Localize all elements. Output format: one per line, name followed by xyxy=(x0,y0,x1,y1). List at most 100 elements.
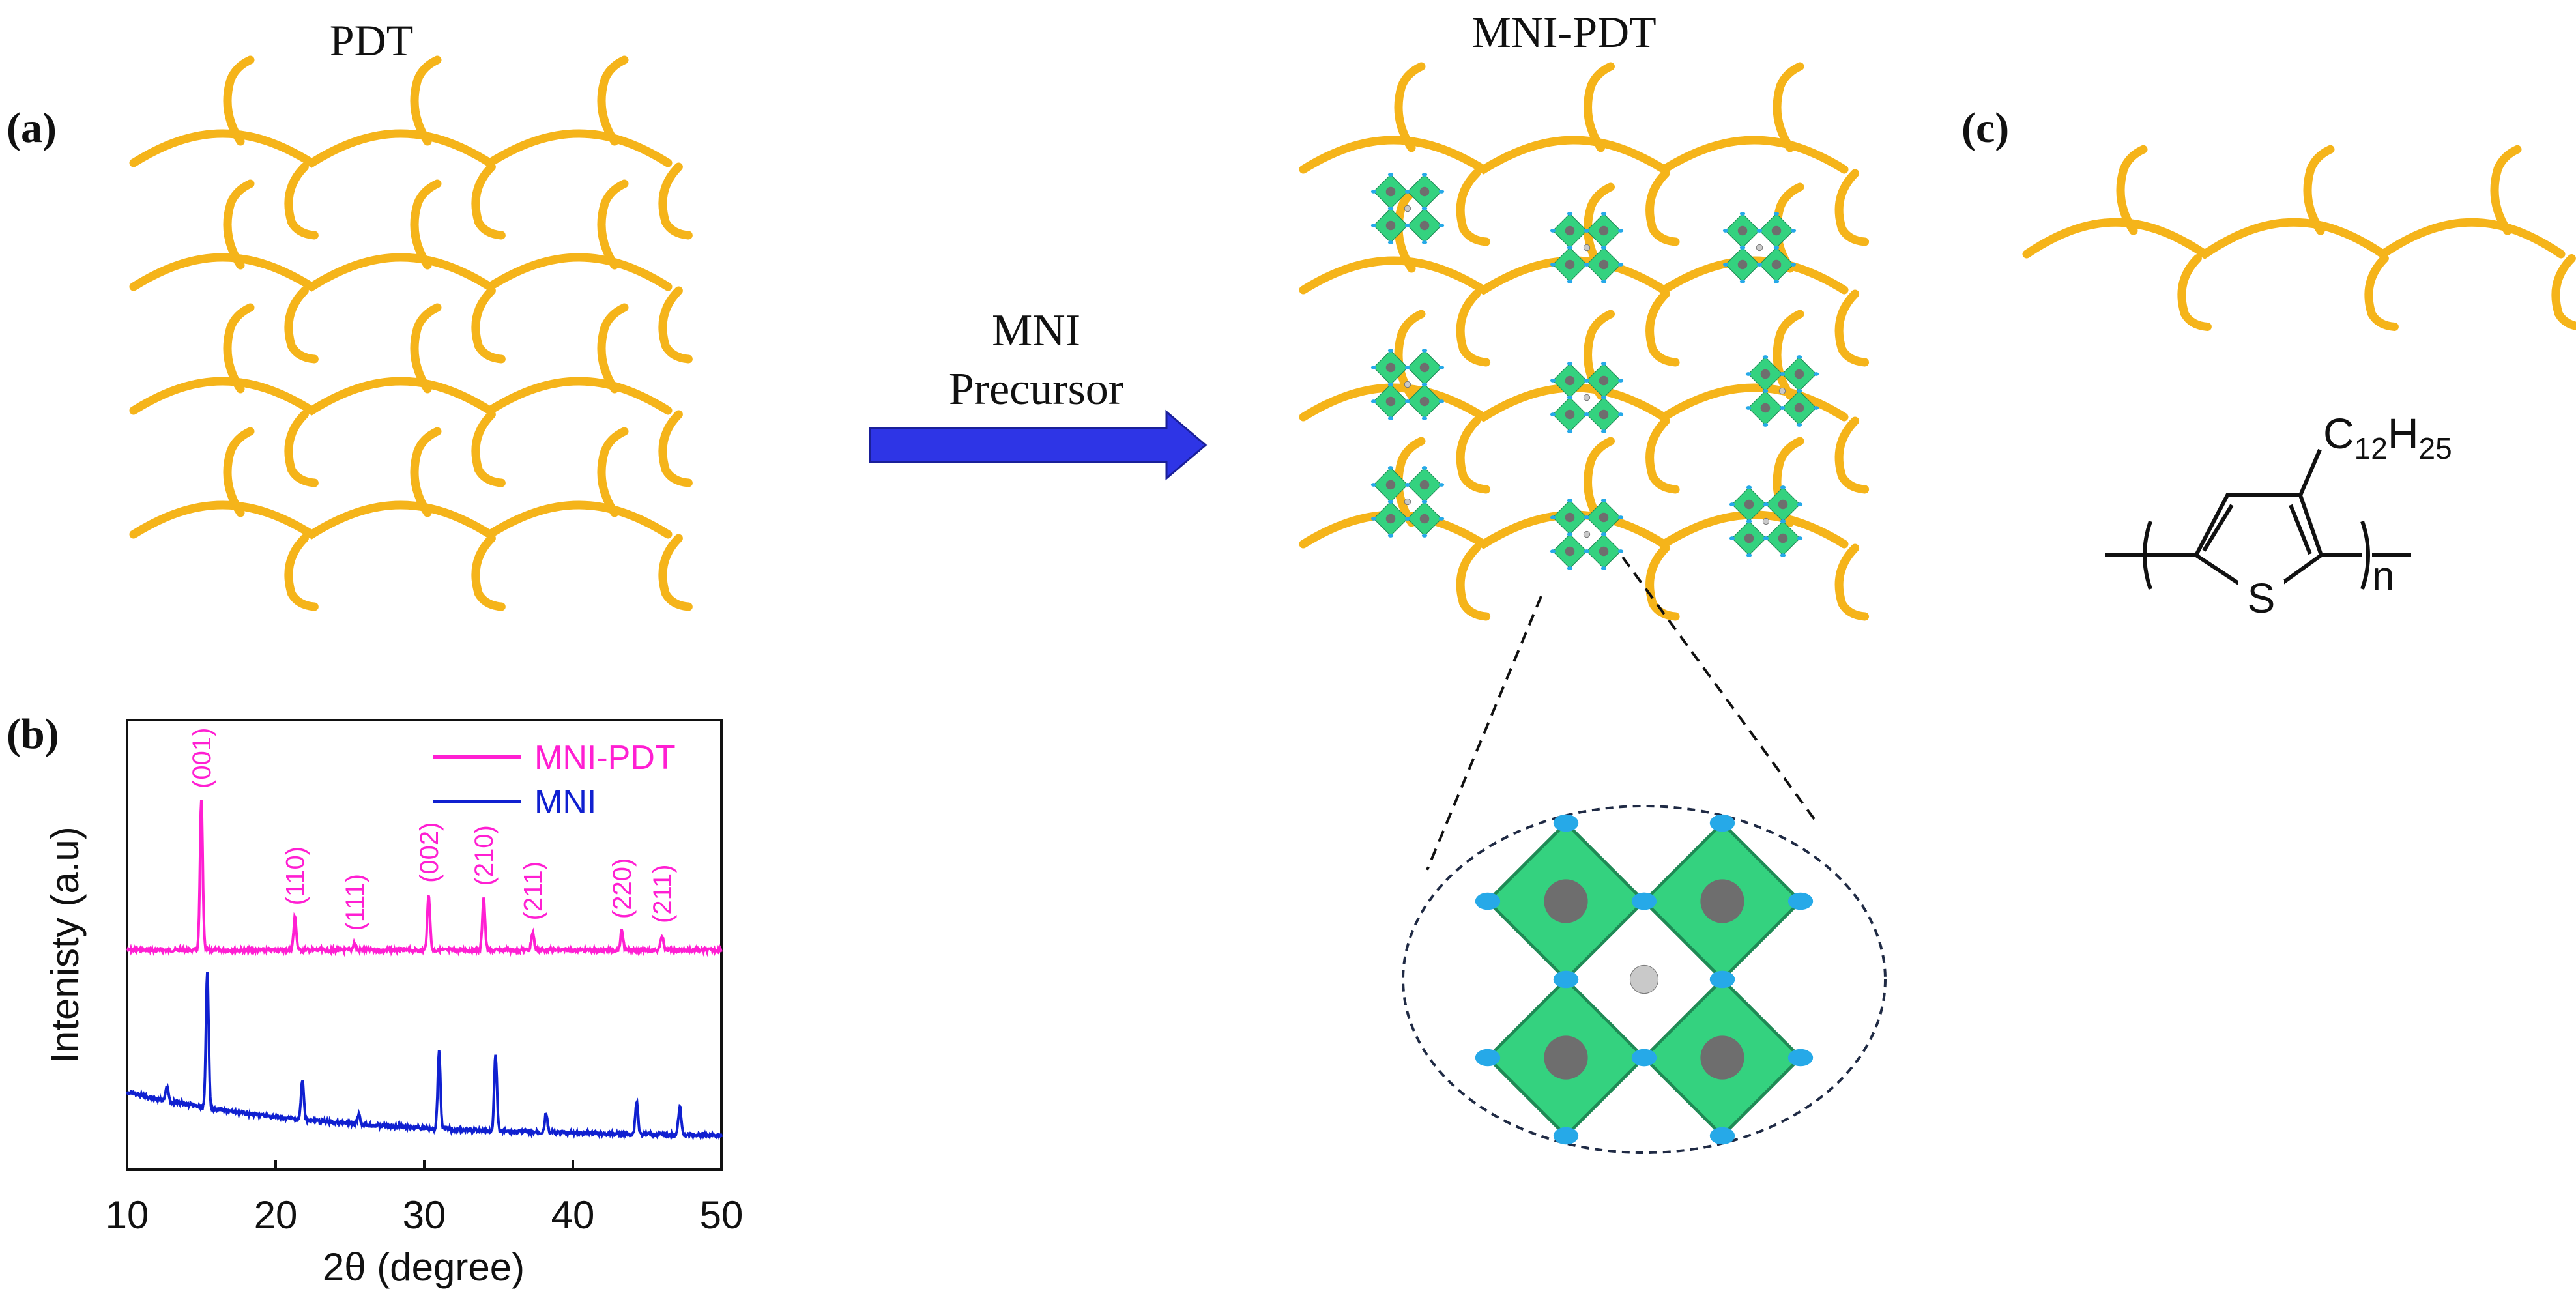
halide-atom xyxy=(1567,396,1573,399)
side-chain-down xyxy=(2177,254,2212,331)
halide-atom xyxy=(1780,553,1786,557)
metal-atom xyxy=(1599,546,1609,557)
halide-atom xyxy=(1787,1049,1814,1067)
x-tick-label: 10 xyxy=(106,1193,149,1237)
halide-atom xyxy=(1739,280,1746,283)
sulfur-mask xyxy=(2238,580,2284,619)
halide-atom xyxy=(1404,366,1411,369)
metal-atom xyxy=(1544,1035,1588,1080)
halide-atom xyxy=(1729,502,1735,506)
metal-atom xyxy=(1385,186,1396,197)
x-tick-label: 40 xyxy=(551,1193,595,1237)
peak-label: (220) xyxy=(608,858,637,919)
octa-br xyxy=(1584,532,1624,570)
side-chain-up xyxy=(2490,145,2522,235)
peak-label: (002) xyxy=(415,822,444,883)
organic-cation xyxy=(1756,244,1763,252)
zoom-line-left xyxy=(1426,596,1542,871)
side-chain-down xyxy=(471,286,506,364)
halide-atom xyxy=(1421,416,1428,420)
halide-atom xyxy=(1617,515,1624,519)
pdt-single-chain xyxy=(2022,145,2576,331)
halide-atom xyxy=(1387,173,1394,177)
halide-atom xyxy=(1475,1049,1501,1067)
metal-atom xyxy=(1565,259,1575,270)
peak-labels: (001)(110)(111)(002)(210)(211)(220)(211) xyxy=(188,728,677,931)
peak-label: (110) xyxy=(282,846,310,905)
halide-atom xyxy=(1370,399,1377,403)
halide-atom xyxy=(1739,212,1746,216)
halide-atom xyxy=(1780,519,1786,523)
metal-atom xyxy=(1771,259,1782,270)
octa-tl xyxy=(1550,499,1590,536)
halide-atom xyxy=(1746,553,1752,557)
halide-atom xyxy=(1438,366,1445,369)
halide-atom xyxy=(1773,280,1780,283)
side-chain-down xyxy=(1645,289,1680,367)
side-chain-down xyxy=(284,534,319,611)
side-chain-down xyxy=(658,162,693,240)
halide-atom xyxy=(1756,229,1763,233)
halide-atom xyxy=(1387,349,1394,353)
halide-atom xyxy=(1475,892,1501,910)
octa-bl xyxy=(1722,246,1763,283)
side-chain-down xyxy=(1645,543,1680,621)
peak-label: (001) xyxy=(188,728,216,788)
metal-atom xyxy=(1599,375,1609,386)
halide-atom xyxy=(1722,263,1729,267)
side-chain-up xyxy=(223,179,255,270)
side-chain-up xyxy=(223,303,255,394)
panel-b-label: (b) xyxy=(7,710,59,758)
x-tick-label: 50 xyxy=(700,1193,744,1237)
halide-atom xyxy=(1600,280,1607,283)
halide-atom xyxy=(1567,499,1573,502)
octa-tl xyxy=(1550,362,1590,399)
halide-atom xyxy=(1813,372,1819,376)
halide-atom xyxy=(1584,515,1590,519)
perovskite-cluster-8 xyxy=(1550,499,1624,570)
halide-atom xyxy=(1631,1049,1657,1067)
halide-atom xyxy=(1796,389,1802,393)
halide-atom xyxy=(1797,502,1803,506)
halide-atom xyxy=(1404,190,1411,194)
metal-atom xyxy=(1385,362,1396,373)
metal-atom xyxy=(1744,499,1754,510)
metal-atom xyxy=(1599,225,1609,236)
backbone xyxy=(2022,218,2566,259)
ring-double-bond-2 xyxy=(2289,504,2312,555)
metal-atom xyxy=(1565,225,1575,236)
perovskite-unit-zoom xyxy=(1475,814,1814,1145)
halide-atom xyxy=(1550,229,1556,233)
perovskite-cluster-7 xyxy=(1370,466,1445,538)
halide-atom xyxy=(1421,240,1428,244)
halide-atom xyxy=(1438,190,1445,194)
metal-atom xyxy=(1794,403,1804,413)
metal-atom xyxy=(1385,480,1396,490)
side-chain-down xyxy=(2364,254,2399,331)
halide-atom xyxy=(1762,389,1769,393)
reaction-arrow xyxy=(869,409,1208,481)
octa-bl xyxy=(1370,207,1411,244)
octa-bl xyxy=(1550,532,1590,570)
halide-atom xyxy=(1617,263,1624,267)
pdt-chain-2 xyxy=(129,179,693,364)
metal-atom xyxy=(1778,533,1788,543)
octa-tl xyxy=(1722,212,1763,250)
halide-atom xyxy=(1567,429,1573,433)
y-axis-title: Intenisty (a.u) xyxy=(43,826,87,1063)
perovskite-cluster-3 xyxy=(1722,212,1797,283)
octa-br xyxy=(1404,207,1445,244)
series-group xyxy=(126,800,723,1141)
x-axis-title: 2θ (degree) xyxy=(323,1245,525,1289)
side-chain-down xyxy=(1456,543,1491,621)
halide-atom xyxy=(1387,466,1394,470)
backbone xyxy=(129,377,673,416)
octa-br xyxy=(1404,500,1445,538)
x-tick-label: 20 xyxy=(254,1193,298,1237)
halide-atom xyxy=(1567,532,1573,536)
metal-atom xyxy=(1599,512,1609,523)
halide-atom xyxy=(1438,224,1445,227)
side-chain-down xyxy=(1645,169,1680,246)
halide-atom xyxy=(1387,383,1394,386)
arrow-label-precursor: Precursor xyxy=(949,364,1123,414)
